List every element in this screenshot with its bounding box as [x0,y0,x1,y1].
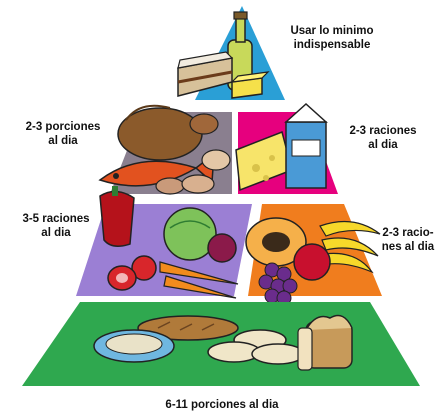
tier-fruits [246,204,382,305]
label-meat-tier: 2-3 porciones al dia [20,120,106,148]
label-top-tier: Usar lo minimo indispensable [262,24,402,52]
label-vegetables-tier: 3-5 raciones al dia [12,212,100,240]
rice-plate-icon [94,330,174,362]
tier-grains [22,302,420,386]
label-grains-tier: 6-11 porciones al dia [132,398,312,412]
label-fruits-tier: 2-3 racio- nes al dia [374,226,442,254]
tier-dairy [236,104,338,194]
tier-fats-sweets [178,6,285,100]
tier-vegetables [76,186,252,298]
apple-icon [294,244,330,280]
milk-carton-icon [286,104,326,188]
beet-icon [208,234,236,262]
tier-meat [100,106,232,194]
butter-icon [232,72,268,98]
label-dairy-tier: 2-3 raciones al dia [340,124,426,152]
pepper-icon [100,186,134,246]
